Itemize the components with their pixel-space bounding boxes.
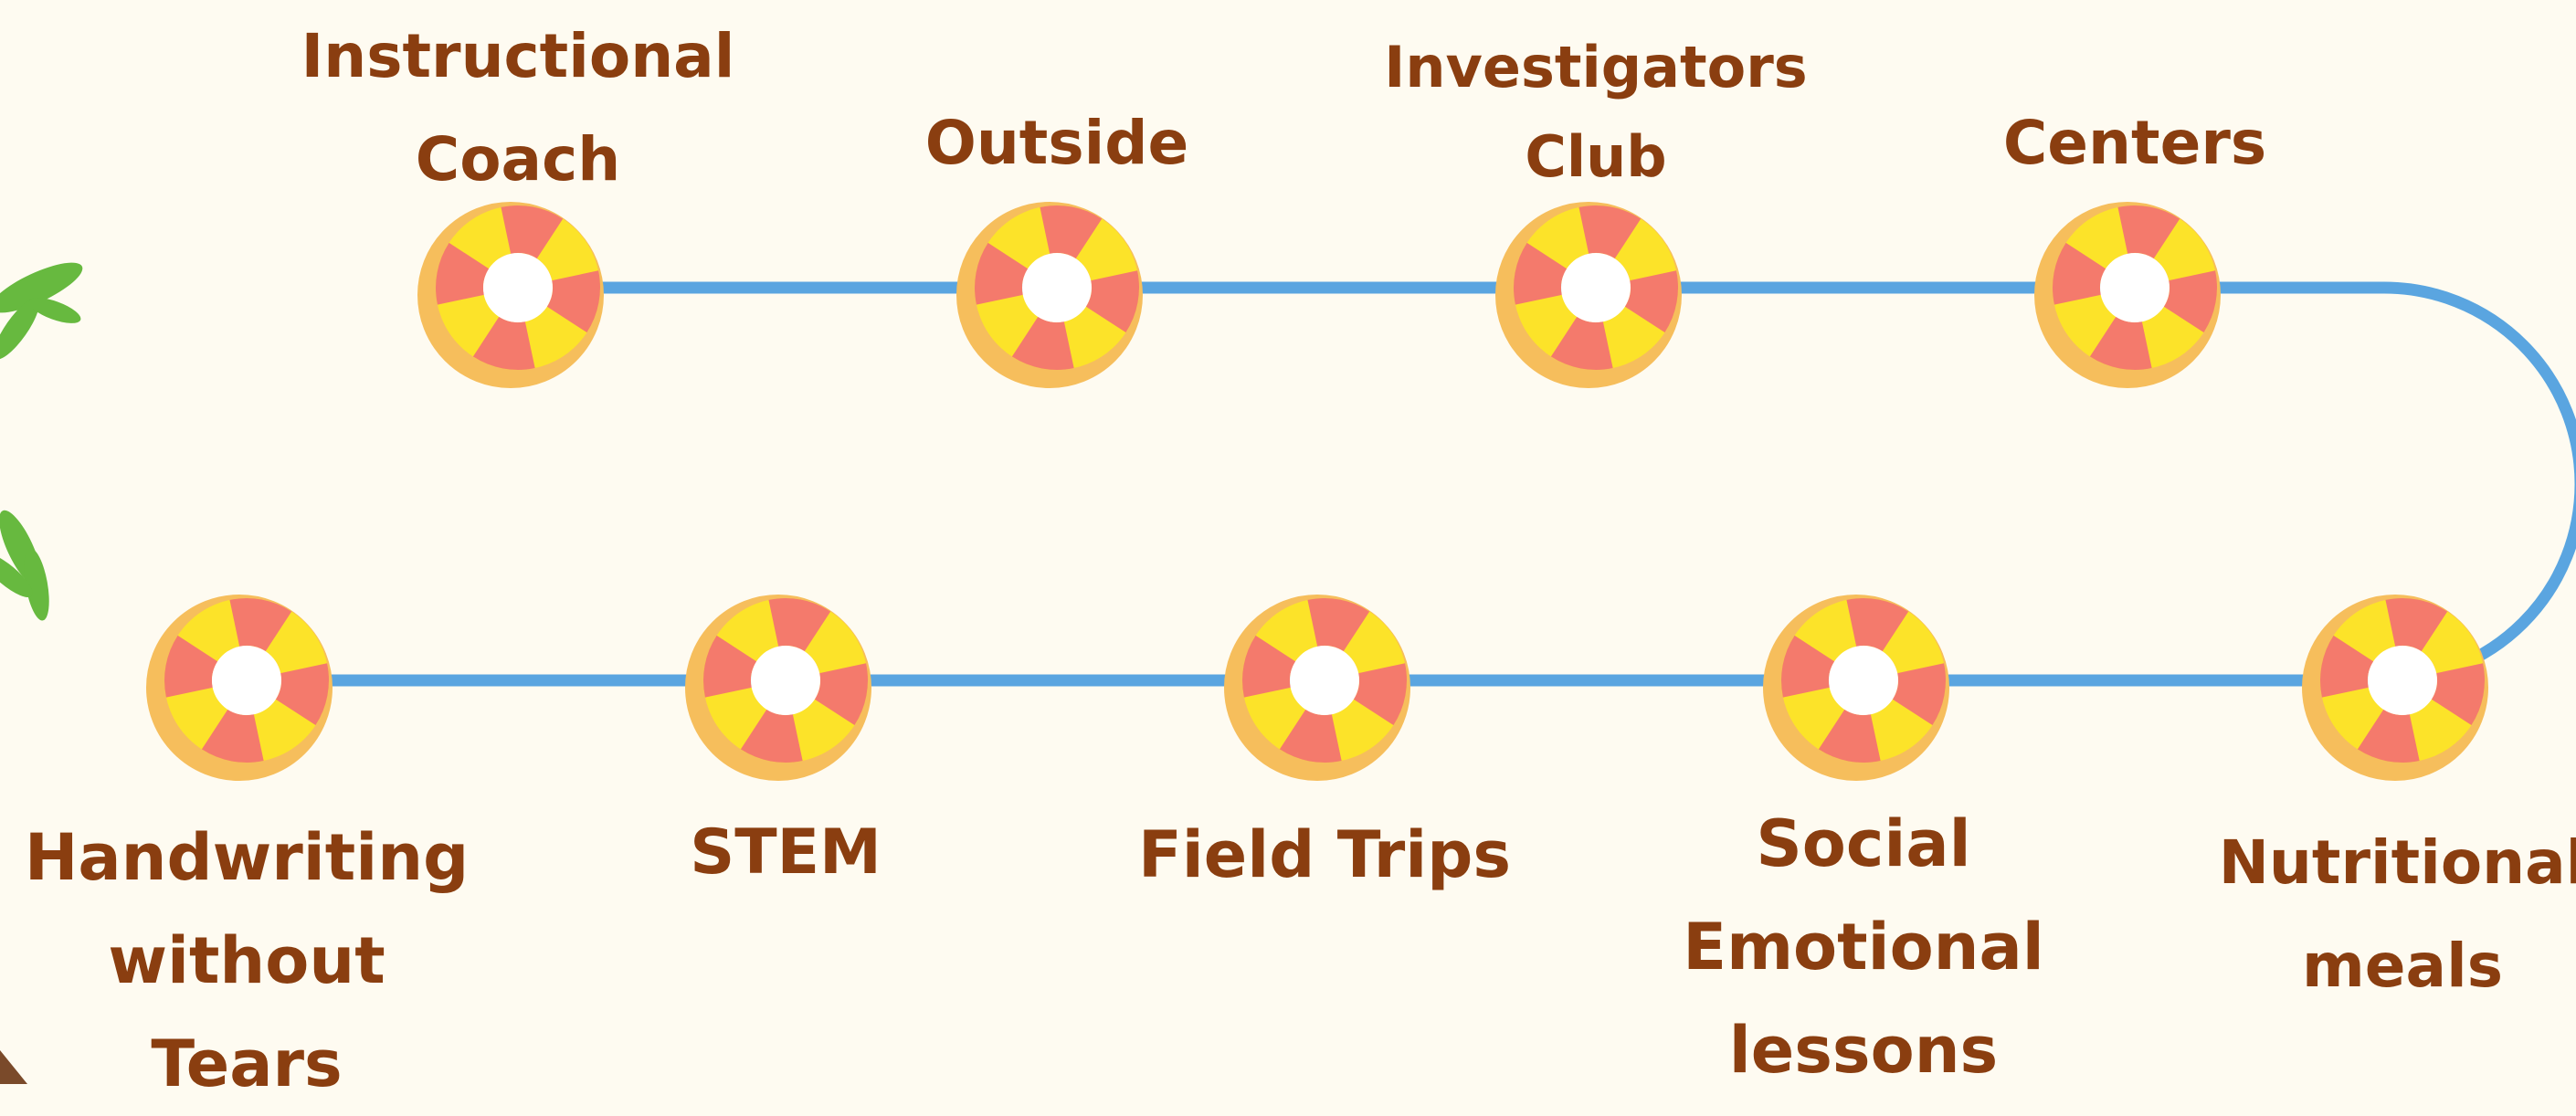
stop-label-line: lessons (1728, 1013, 1999, 1088)
stop-label-line: STEM (690, 816, 882, 889)
stop-label-line: Investigators (1384, 34, 1808, 100)
stop-label-line: Outside (924, 108, 1189, 178)
stop-label-line: Centers (2002, 108, 2267, 178)
stop-label-stem: STEM (690, 801, 881, 904)
life-ring-icon (956, 202, 1143, 388)
stop-label-line: Tears (151, 1027, 343, 1101)
stop-label-line: Nutritional (2218, 827, 2576, 898)
stop-label-centers: Centers (2003, 91, 2266, 195)
route-path (247, 281, 2576, 687)
stop-label-line: Club (1525, 123, 1667, 190)
stop-label-line: Field Trips (1137, 817, 1512, 892)
roadmap-svg (0, 202, 2576, 1084)
stop-label-line: Coach (415, 124, 621, 195)
stop-label-outside: Outside (925, 91, 1189, 195)
leaf-decoration-bottom (0, 510, 49, 621)
stop-label-field-trips: Field Trips (1138, 804, 1511, 907)
life-ring-icon (417, 202, 604, 388)
stop-label-line: Instructional (301, 21, 735, 91)
corner-decoration (0, 1050, 27, 1084)
stop-label-nutritional-meals: Nutritional meals (2219, 811, 2576, 1017)
life-ring-icon (2302, 595, 2488, 781)
life-ring-icon (146, 595, 333, 781)
stop-label-line: Social (1756, 806, 1971, 881)
life-ring-icon (1224, 595, 1410, 781)
life-ring-icon (2034, 202, 2221, 388)
stop-label-line: Handwriting (24, 820, 470, 895)
stop-label-line: meals (2302, 931, 2503, 1001)
life-ring-icon (1763, 595, 1949, 781)
leaf-decoration-top (0, 262, 83, 360)
stop-label-line: Emotional (1683, 910, 2044, 984)
life-ring-icon (1495, 202, 1682, 388)
life-ring-icon (685, 595, 871, 781)
rings-layer (146, 202, 2488, 781)
stop-label-line: without (108, 923, 385, 998)
